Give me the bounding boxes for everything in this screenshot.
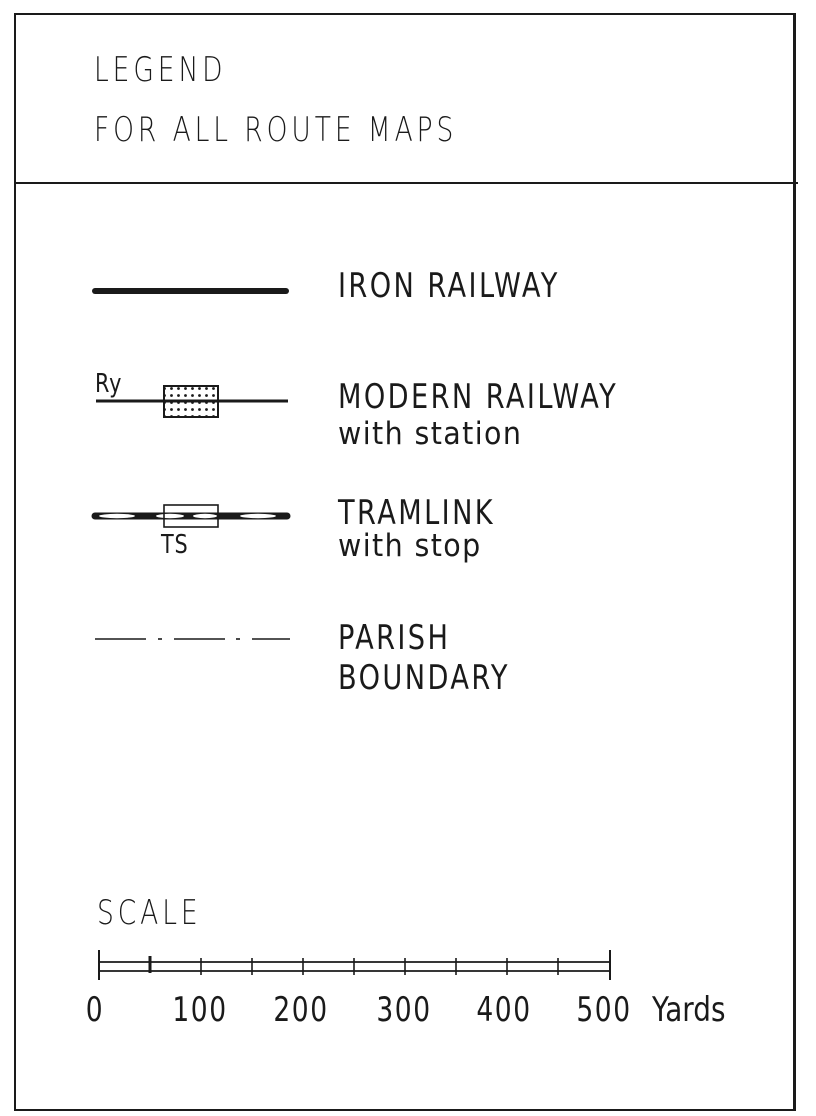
iron-railway-label: IRON RAILWAY <box>338 266 560 306</box>
tramlink-sublabel: with stop <box>338 528 482 564</box>
modern-railway-label: MODERN RAILWAY <box>338 377 619 417</box>
scale-tick-label: 500 <box>576 990 632 1030</box>
parish-boundary-label-2: BOUNDARY <box>338 658 510 698</box>
scale-units-label: Yards <box>652 990 726 1030</box>
scale-tick-label: 300 <box>376 990 432 1030</box>
scale-title: SCALE <box>97 893 202 933</box>
railway-abbrev: Ry <box>95 369 123 399</box>
scale-tick-label: 400 <box>476 990 532 1030</box>
legend-frame <box>14 13 796 1111</box>
scale-tick-label: 200 <box>273 990 329 1030</box>
tramlink-label: TRAMLINK <box>338 493 496 533</box>
modern-railway-symbol <box>96 385 288 418</box>
header-divider <box>14 182 798 184</box>
legend-subtitle: FOR ALL ROUTE MAPS <box>94 110 458 150</box>
legend-title: LEGEND <box>94 50 227 90</box>
scale-bar <box>98 950 611 980</box>
scale-tick-label: 100 <box>172 990 228 1030</box>
scale-tick-label: 0 <box>85 990 105 1030</box>
parish-boundary-label-1: PARISH <box>338 618 451 658</box>
modern-railway-sublabel: with station <box>338 416 523 452</box>
tram-stop-abbrev: TS <box>161 530 189 560</box>
tramlink-symbol <box>91 504 291 528</box>
